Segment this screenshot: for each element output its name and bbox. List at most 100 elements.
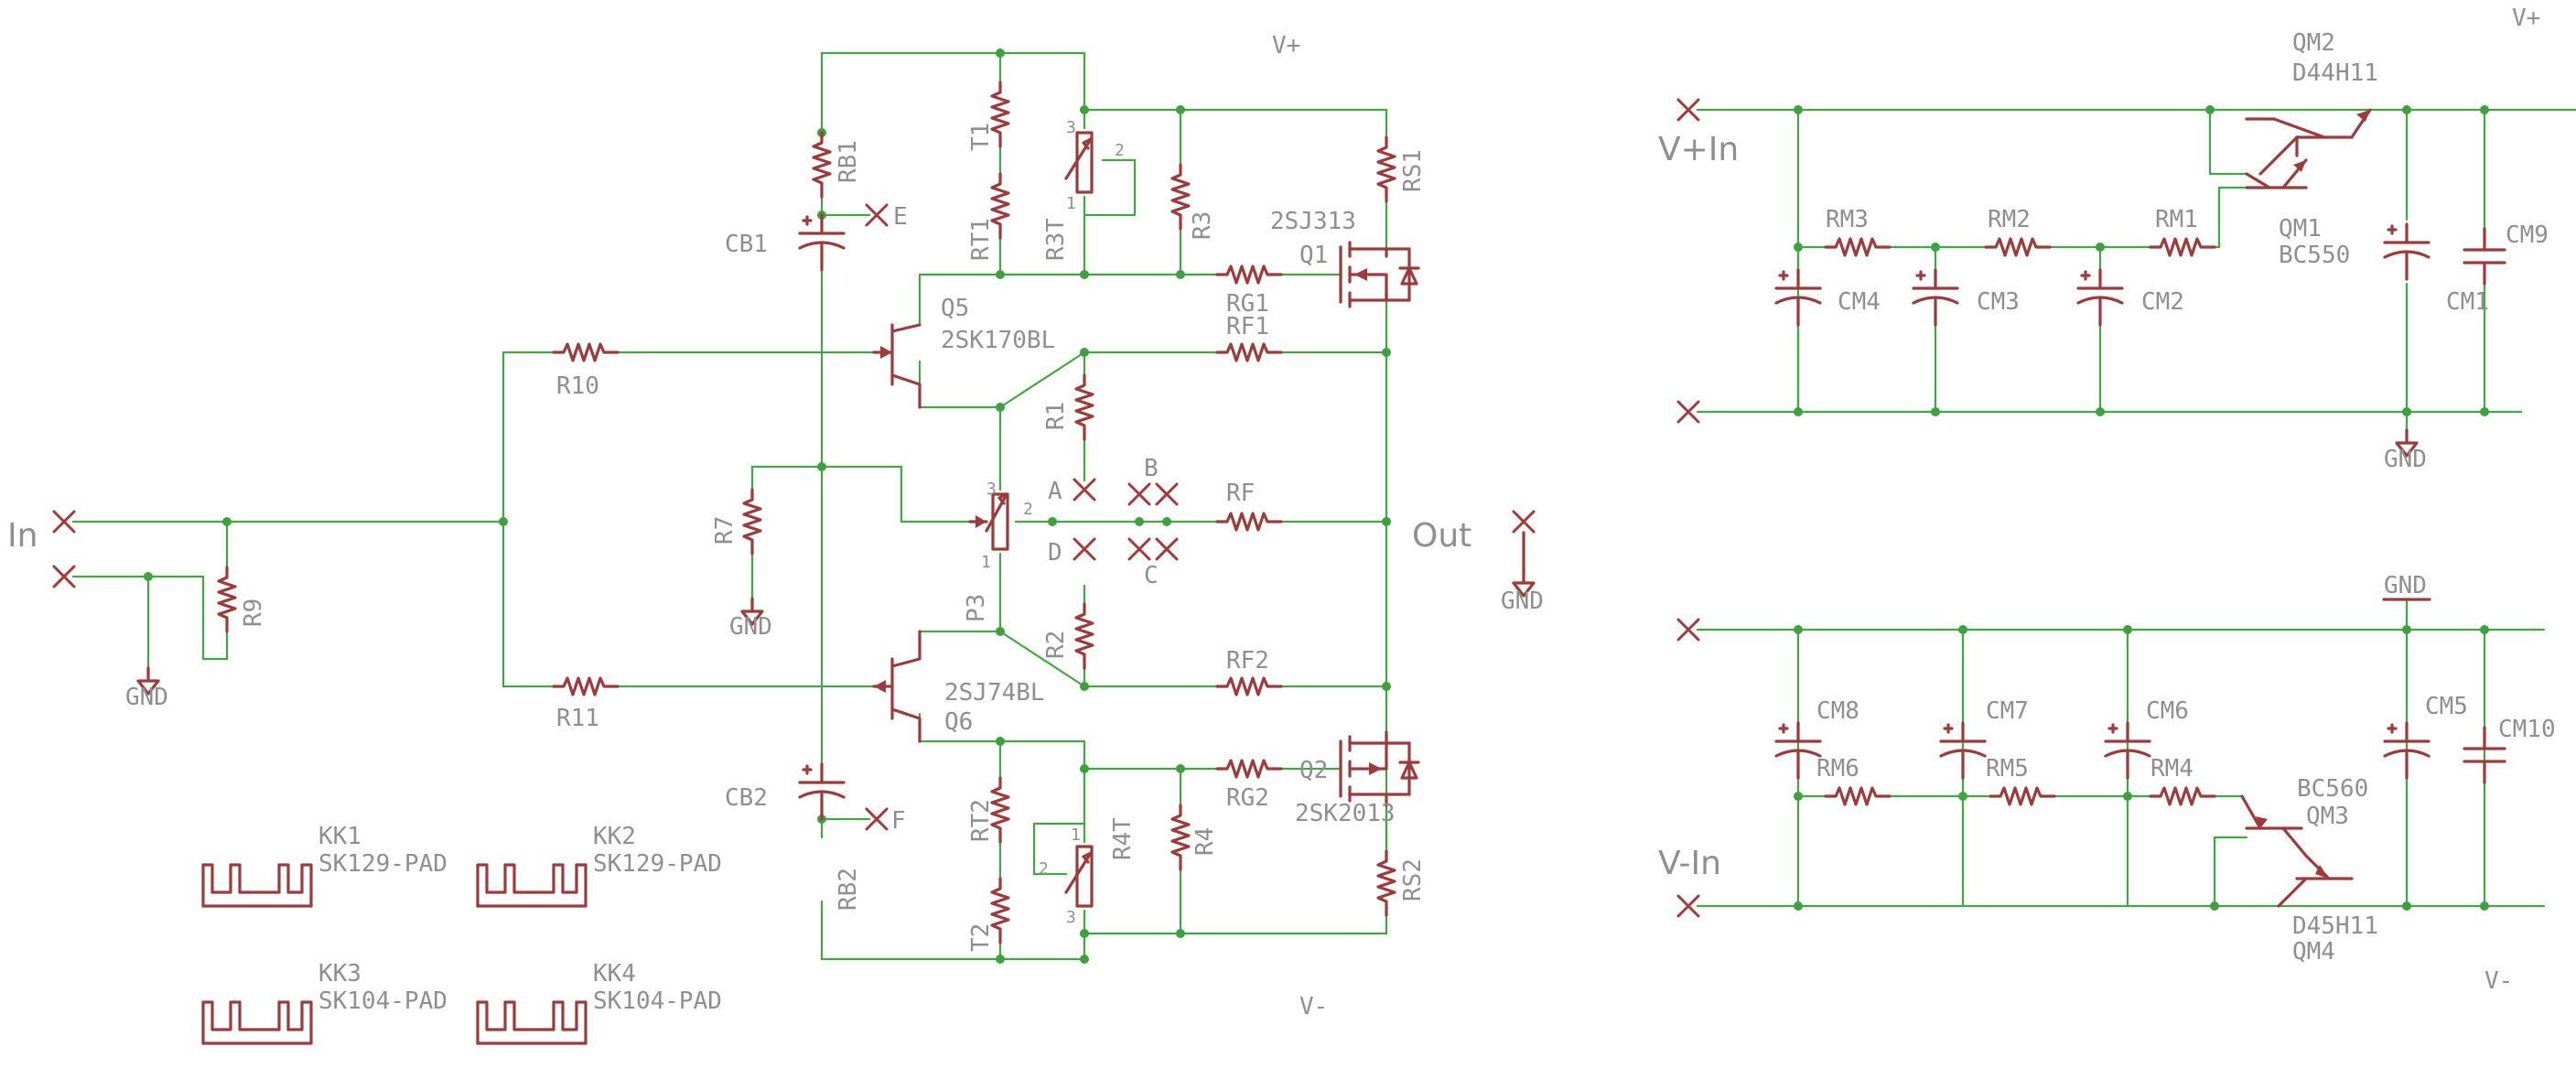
- label-q5-part: 2SK170BL: [941, 327, 1055, 354]
- label-q1: Q1: [1299, 242, 1328, 269]
- label-cm7: CM7: [1986, 697, 2029, 725]
- resistor-r4: [1170, 804, 1191, 871]
- transistor-qm2: [2245, 108, 2372, 176]
- resistor-rm6: [1824, 786, 1892, 806]
- resistor-rf: [1215, 512, 1283, 532]
- label-cm6: CM6: [2146, 697, 2189, 725]
- resistor-r3: [1170, 163, 1191, 231]
- label-q1-part: 2SJ313: [1270, 208, 1356, 235]
- gnd-label-r7: GND: [729, 613, 772, 641]
- label-qm3: QM3: [2306, 803, 2349, 830]
- heatsink-kk2-name: KK2: [593, 823, 636, 850]
- label-q2-part: 2SK2013: [1295, 800, 1396, 827]
- port-in-label: In: [7, 517, 38, 555]
- capacitor-cm3: [1912, 268, 1959, 327]
- label-cm2: CM2: [2141, 288, 2184, 316]
- port-vplus-in-label: V+In: [1658, 131, 1739, 168]
- port-gnd-bottom-mark: [1676, 618, 1700, 642]
- regulator-negative-junctions: [1794, 625, 2489, 911]
- heatsink-kk2: [476, 863, 587, 908]
- label-rm3: RM3: [1826, 206, 1869, 233]
- transistor-qm4: [2277, 854, 2354, 908]
- port-c-mark-1: [1127, 537, 1151, 561]
- label-qm3-part: BC560: [2297, 775, 2368, 803]
- port-vplus-in-mark: [1676, 98, 1700, 122]
- capacitor-cm1: [2383, 222, 2430, 281]
- label-qm4: QM4: [2292, 938, 2335, 966]
- label-q2: Q2: [1299, 757, 1328, 784]
- amplifier-wires: [71, 51, 1388, 961]
- transistor-qm1: [2245, 158, 2308, 189]
- port-in-ground-mark: [52, 565, 76, 588]
- label-r7: R7: [711, 516, 738, 545]
- label-t2: T2: [967, 923, 995, 952]
- heatsink-kk4-part: SK104-PAD: [593, 987, 722, 1015]
- resistor-rs2: [1376, 849, 1396, 917]
- resistor-r2: [1074, 602, 1094, 670]
- port-vminus-in-label: V-In: [1658, 845, 1721, 882]
- resistor-rb1: [812, 131, 832, 199]
- port-gnd-top-mark: [1676, 400, 1700, 424]
- gnd-label-out: GND: [1501, 588, 1544, 615]
- label-rb1: RB1: [835, 140, 862, 183]
- mosfet-q2: [1339, 730, 1420, 807]
- capacitor-cm8: [1774, 721, 1822, 780]
- capacitor-cm7: [1939, 721, 1987, 780]
- vminus-bottom-label: V-: [1299, 993, 1328, 1020]
- port-e-label: E: [893, 203, 908, 231]
- label-r11: R11: [556, 705, 599, 732]
- port-a-mark: [1072, 478, 1096, 502]
- label-rm5: RM5: [1986, 755, 2029, 782]
- pin-p3-3: 3: [986, 480, 997, 499]
- label-rg2: RG2: [1226, 784, 1269, 812]
- label-qm4-part: D45H11: [2292, 912, 2378, 940]
- pin-r4t-3: 3: [1066, 908, 1076, 927]
- label-p3: P3: [963, 594, 990, 622]
- resistor-rf2: [1215, 676, 1283, 696]
- label-cm8: CM8: [1816, 697, 1859, 725]
- label-r4t: R4T: [1109, 817, 1137, 860]
- port-vminus-in-mark: [1676, 894, 1700, 918]
- label-r3: R3: [1189, 211, 1216, 240]
- label-t1: T1: [967, 123, 995, 151]
- label-rb2: RB2: [835, 868, 862, 911]
- heatsink-kk3-part: SK104-PAD: [318, 987, 447, 1015]
- potentiometer-p3: [968, 492, 1009, 551]
- label-rf2: RF2: [1226, 647, 1269, 675]
- vplus-top-label: V+: [1272, 32, 1300, 59]
- port-a-label: A: [1048, 478, 1062, 505]
- label-cm10: CM10: [2498, 716, 2556, 743]
- trimmer-r3t: [1064, 131, 1094, 194]
- label-cm1: CM1: [2446, 288, 2489, 316]
- label-rf: RF: [1226, 480, 1255, 507]
- label-cm9: CM9: [2506, 221, 2549, 249]
- resistor-r9: [217, 566, 237, 633]
- label-rm2: RM2: [1988, 206, 2031, 233]
- heatsink-kk2-part: SK129-PAD: [593, 850, 722, 878]
- heatsink-kk1: [201, 863, 313, 908]
- resistor-rm5: [1989, 786, 2056, 806]
- capacitor-cm4: [1774, 268, 1822, 327]
- trimmer-r4t: [1064, 845, 1094, 908]
- gnd-label-reg-bottom: GND: [2384, 572, 2427, 599]
- pin-p3-1: 1: [981, 553, 991, 572]
- vminus-right-label: V-: [2484, 967, 2513, 995]
- port-in-mark: [52, 510, 76, 534]
- label-rs1: RS1: [1399, 149, 1427, 192]
- resistor-rg1: [1215, 264, 1283, 285]
- port-b-mark-1: [1127, 482, 1151, 506]
- port-b-label: B: [1144, 455, 1159, 482]
- label-rm6: RM6: [1816, 755, 1859, 782]
- label-r3t: R3T: [1042, 218, 1070, 261]
- label-cm4: CM4: [1838, 288, 1881, 316]
- resistor-rg2: [1215, 759, 1283, 779]
- label-rt2: RT2: [967, 799, 995, 842]
- capacitor-cb1: [798, 213, 846, 272]
- transistor-qm3: [2240, 794, 2308, 858]
- label-r10: R10: [556, 372, 599, 400]
- heatsink-kk1-part: SK129-PAD: [318, 850, 447, 878]
- heatsink-kk3: [201, 1000, 313, 1045]
- label-q6-part: 2SJ74BL: [944, 679, 1045, 707]
- label-q5: Q5: [941, 295, 969, 322]
- amplifier-junctions: [144, 49, 1391, 964]
